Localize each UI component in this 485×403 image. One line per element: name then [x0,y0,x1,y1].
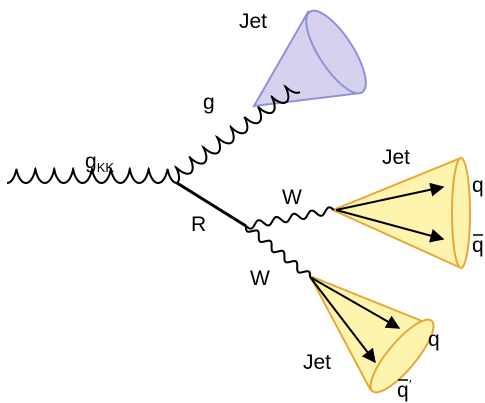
gluon-jet-cone [252,9,367,108]
label-qbar-upper-text: q [472,234,484,257]
gluon-line [173,84,301,184]
gkk-gluon-line [6,166,178,185]
label-w-upper: W [282,186,302,209]
label-qbar-upper: q [472,234,484,257]
label-w-lower: W [250,267,270,290]
w-lower-jet-cone [307,274,435,394]
label-qbar-prime-lower: q ′ [397,377,412,402]
label-jet-w-upper: Jet [382,146,410,169]
label-gkk: gKK [85,150,114,175]
q-upper-arrow [335,182,445,211]
label-gkk-sub: KK [97,160,115,175]
resonance-line [176,181,247,228]
qbar-upper-arrow [335,209,445,243]
label-q-upper: q [472,174,484,197]
label-q-lower: q [428,328,440,351]
label-qbar-prime-mark: ′ [409,377,412,392]
w-upper-jet-cone-body [330,156,462,270]
w-upper-jet-cone [330,156,471,270]
label-jet-gluon: Jet [239,10,267,33]
w-lower-jet-cone-mouth [369,318,435,394]
label-gluon: g [203,91,215,114]
label-jet-w-lower: Jet [303,351,331,374]
q-lower-arrow [309,276,401,329]
w-lower-boson-line [245,226,311,277]
w-upper-boson-line [245,206,335,230]
label-qbar-prime-lower-text: q [397,379,409,402]
label-gkk-main: g [85,150,97,173]
w-upper-jet-cone-mouth [451,157,471,269]
label-resonance: R [191,213,206,236]
gluon-jet-cone-mouth [305,9,367,95]
qbar-prime-lower-arrow [309,276,376,364]
